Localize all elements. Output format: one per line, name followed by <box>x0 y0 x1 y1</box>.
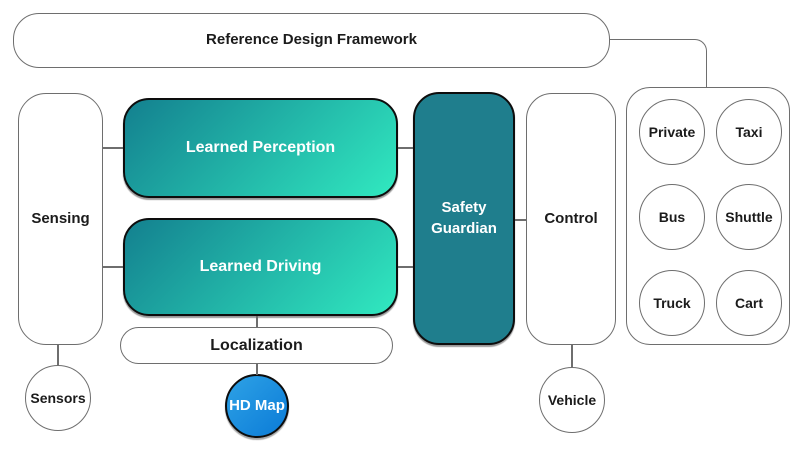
vehicle-type-circle-bus: Bus <box>639 184 705 250</box>
connector-sensing-sensors <box>57 345 59 366</box>
learned-driving-box: Learned Driving <box>123 218 398 316</box>
connector-safety-control <box>515 219 526 221</box>
connector-driving-safety <box>398 266 413 268</box>
connector-control-vehicle <box>571 345 573 368</box>
vehicle-type-circle-cart: Cart <box>716 270 782 336</box>
connector-perception-safety <box>398 147 413 149</box>
vehicle-type-circle-truck: Truck <box>639 270 705 336</box>
learned-perception-box: Learned Perception <box>123 98 398 198</box>
safety-guardian-box: Safety Guardian <box>413 92 515 345</box>
connector-sensing-driving <box>103 266 123 268</box>
reference-design-framework-box: Reference Design Framework <box>13 13 610 68</box>
sensors-circle: Sensors <box>25 365 91 431</box>
connector-sensing-perception <box>103 147 123 149</box>
sensing-box: Sensing <box>18 93 103 345</box>
vehicle-circle: Vehicle <box>539 367 605 433</box>
localization-box: Localization <box>120 327 393 364</box>
vehicle-type-circle-private: Private <box>639 99 705 165</box>
hd-map-circle: HD Map <box>225 374 289 438</box>
vehicle-type-circle-taxi: Taxi <box>716 99 782 165</box>
connector-localization-hdmap <box>256 364 258 375</box>
connector-driving-localization <box>256 316 258 327</box>
control-box: Control <box>526 93 616 345</box>
connector-framework-to-fleet <box>610 39 707 87</box>
vehicle-type-circle-shuttle: Shuttle <box>716 184 782 250</box>
